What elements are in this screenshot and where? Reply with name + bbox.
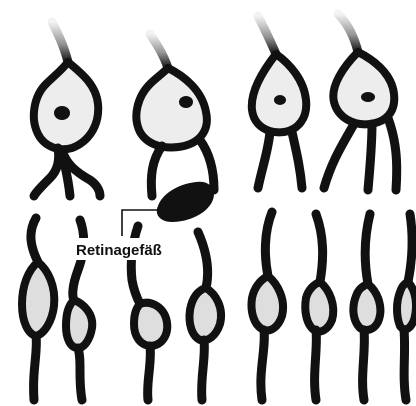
column-3-upper-process	[258, 132, 302, 188]
column-4-lower-axon-left	[363, 330, 365, 400]
column-3-stalk	[258, 16, 276, 54]
column-3-cells	[252, 16, 334, 400]
column-1-upper-cell-body	[34, 62, 98, 149]
column-2-lower-process-right	[198, 232, 208, 288]
column-4-upper-process	[324, 118, 397, 190]
column-3-upper-cell-body	[252, 54, 306, 132]
retina-vessel	[157, 182, 214, 222]
column-2-lower-process-left	[131, 226, 140, 304]
column-2-lower-cell-right	[189, 288, 221, 340]
column-4-stalk	[338, 14, 358, 52]
column-4-lower-process-right	[408, 214, 412, 282]
column-2-lower-axon-right	[202, 340, 205, 400]
column-2-nucleus	[179, 96, 193, 108]
column-3-lower-process-right	[316, 214, 323, 282]
column-4-nucleus	[361, 92, 375, 102]
column-4-upper-cell-body	[333, 52, 394, 124]
column-3-lower-axon-right	[315, 330, 317, 400]
column-3-lower-process-left	[265, 212, 272, 276]
column-2-lower-cell-left	[134, 303, 167, 346]
column-2-stalk	[150, 34, 168, 68]
column-4-lower-cell-left	[353, 284, 380, 330]
column-4-cells	[324, 14, 416, 400]
column-3-lower-axon-left	[261, 330, 264, 400]
column-3-lower-cell-left	[252, 276, 284, 330]
column-1-lower-process-left	[31, 218, 38, 262]
column-4-lower-axon-right	[404, 330, 406, 400]
column-2-upper-cell-body	[136, 68, 207, 147]
column-2-cells	[131, 34, 221, 400]
column-1-cells	[22, 22, 100, 400]
vessel-label: Retinagefäß	[76, 242, 162, 259]
column-4-lower-cell-right	[397, 282, 416, 329]
column-4-lower-process-left	[365, 214, 370, 284]
column-1-nucleus	[54, 106, 70, 120]
column-1-lower-cell-right	[66, 300, 92, 348]
column-3-nucleus	[274, 95, 286, 105]
column-1-upper-process	[34, 148, 100, 196]
column-3-lower-cell-right	[305, 282, 333, 332]
column-2-lower-axon-left	[148, 346, 151, 400]
column-1-lower-axon-left	[34, 336, 37, 400]
column-1-lower-cell-left	[22, 262, 54, 336]
column-1-lower-axon-right	[78, 348, 82, 400]
column-1-stalk	[52, 22, 68, 62]
